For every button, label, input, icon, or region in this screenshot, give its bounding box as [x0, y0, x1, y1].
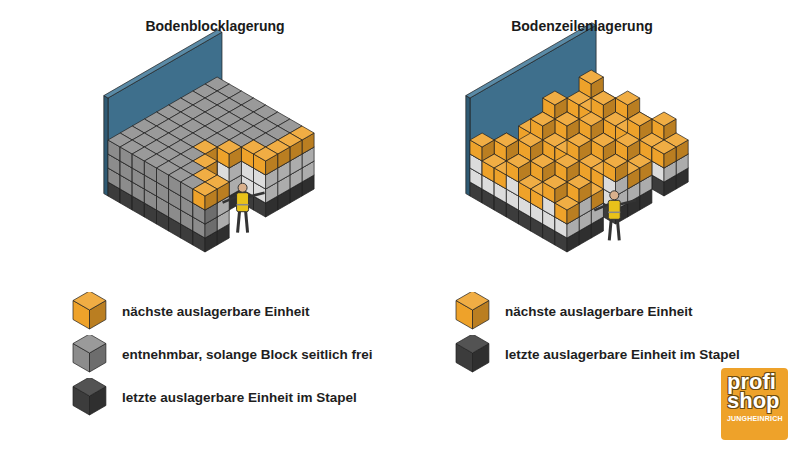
- unit-top: [555, 154, 579, 168]
- wall-face: [470, 25, 596, 196]
- unit-top: [73, 335, 106, 353]
- legend-label: nächste auslagerbare Einheit: [505, 304, 693, 319]
- unit-top: [652, 140, 676, 154]
- unit-top: [579, 70, 603, 84]
- unit-top: [73, 378, 106, 396]
- legend-swatch: [70, 292, 108, 330]
- unit-top: [531, 112, 555, 126]
- pallet-unit: [73, 292, 106, 329]
- pallet-unit: [603, 154, 627, 182]
- wall-top: [104, 30, 222, 98]
- unit-top: [73, 292, 106, 310]
- pallet-unit: [652, 140, 676, 168]
- unit-top: [555, 112, 579, 126]
- legend-label: nächste auslagerbare Einheit: [122, 304, 310, 319]
- legend-swatch: [453, 292, 491, 330]
- wall-face: [108, 32, 222, 196]
- back-wall: [104, 30, 222, 196]
- logo-wordmark: profi shop: [727, 372, 779, 410]
- unit-top: [616, 133, 640, 147]
- unit-top: [456, 335, 489, 353]
- unit-top: [591, 91, 615, 105]
- legend-swatch: [70, 335, 108, 373]
- pallet-unit: [217, 140, 241, 168]
- pallet-unit: [456, 292, 489, 329]
- legend-label: letzte auslagerbare Einheit im Stapel: [122, 390, 357, 405]
- unit-top: [603, 154, 627, 168]
- legend-label: entnehmbar, solange Block seitlich frei: [122, 347, 373, 362]
- pallet-unit: [193, 182, 217, 210]
- wall-edge: [104, 96, 108, 196]
- legend-swatch: [453, 335, 491, 373]
- unit-top: [652, 112, 676, 126]
- unit-top: [616, 91, 640, 105]
- panel-heading: Bodenblocklagerung: [145, 18, 284, 34]
- unit-top: [591, 133, 615, 147]
- pallet-unit: [254, 147, 278, 175]
- unit-top: [193, 182, 217, 196]
- unit-top: [628, 112, 652, 126]
- pallet-unit: [73, 378, 106, 415]
- unit-top: [456, 292, 489, 310]
- unit-top: [254, 147, 278, 161]
- pallet-unit: [456, 335, 489, 372]
- pallet-unit: [555, 196, 579, 224]
- logo-box: profi shopJUNGHEINRICH: [721, 368, 788, 440]
- row-storage: [466, 23, 688, 252]
- unit-top: [543, 175, 567, 189]
- unit-top: [470, 133, 494, 147]
- unit-top: [531, 154, 555, 168]
- block-storage: [104, 30, 314, 252]
- worker-figure: [223, 183, 265, 233]
- unit-top: [519, 133, 543, 147]
- unit-top: [567, 175, 591, 189]
- unit-top: [555, 196, 579, 210]
- logo-brand: JUNGHEINRICH: [727, 414, 783, 423]
- legend-label: letzte auslagerbare Einheit im Stapel: [505, 347, 740, 362]
- wall-edge: [466, 96, 470, 196]
- pallet-unit: [73, 335, 106, 372]
- worker-figure: [594, 191, 636, 241]
- unit-top: [579, 112, 603, 126]
- unit-top: [494, 133, 518, 147]
- wall-top: [466, 23, 596, 98]
- unit-top: [543, 91, 567, 105]
- legend-swatch: [70, 378, 108, 416]
- unit-top: [217, 140, 241, 154]
- unit-top: [506, 154, 530, 168]
- unit-top: [567, 133, 591, 147]
- panel-heading: Bodenzeilenlagerung: [511, 18, 653, 34]
- back-wall: [466, 23, 596, 196]
